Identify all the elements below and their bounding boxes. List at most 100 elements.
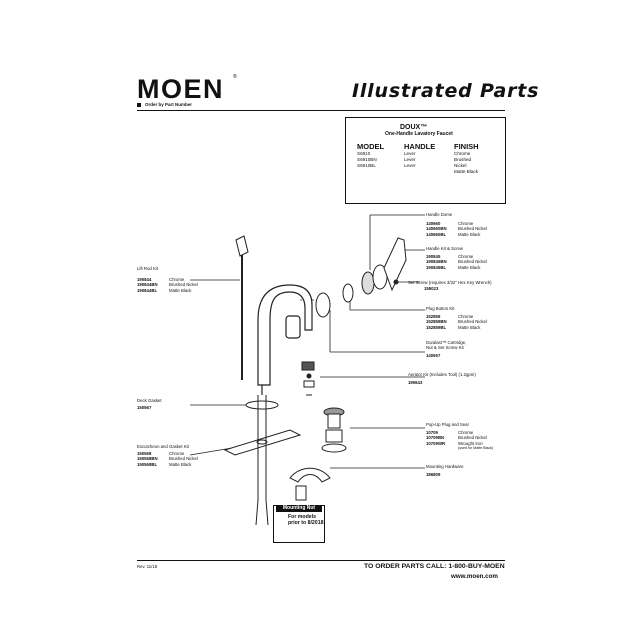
handle-cell: Lever	[404, 157, 416, 162]
part-label-mounting: Mounting Hardware 186809	[426, 464, 464, 477]
order-note: Order by Part Number	[137, 102, 192, 107]
lift-rod-drawing	[235, 235, 249, 380]
part-row: 190844BN Brushed Nickel	[137, 282, 198, 287]
part-label-handle-dome: Handle Dome 140660 Chrome 140660BN Brushed…	[426, 212, 487, 237]
part-number: 190844BL	[137, 287, 158, 293]
part-note: (used for Matte Black)	[458, 445, 494, 450]
part-number: 155023	[424, 286, 439, 292]
part-row: 190844BL Matte Black	[137, 288, 198, 293]
part-row: 10709WR Wrought Iron	[426, 441, 493, 446]
finish-cell: Brushed Nickel	[454, 157, 472, 168]
part-title: Escutcheon and Gasket Kit	[137, 444, 189, 449]
handle-cell: Lever	[404, 163, 416, 168]
part-finish: Matte Black	[169, 461, 192, 467]
square-bullet-icon	[137, 102, 141, 107]
part-label-deck-gasket: Deck Gasket 150567	[137, 398, 162, 410]
part-number: 10709BN	[426, 435, 445, 441]
part-finish: Chrome	[458, 221, 474, 227]
part-title: Pop-Up Plug and Seal	[426, 422, 469, 427]
part-number: 190845BN	[426, 259, 447, 265]
mounting-nut-note: For models prior to 8/2018	[288, 514, 324, 526]
part-finish: Brushed Nickel	[458, 435, 487, 441]
part-label-aerator: Aerator Kit (Includes Tool) (1.2gpm) 190…	[408, 372, 476, 385]
part-finish: Matte Black	[458, 231, 481, 237]
part-title: Mounting Hardware	[426, 464, 464, 469]
brand-registered-mark: ®	[233, 74, 237, 80]
part-title: Plug Button Kit	[426, 306, 455, 311]
part-number: 10709WR	[426, 440, 446, 446]
part-finish: Wrought Iron	[458, 440, 483, 446]
part-title: Duralast™ Cartridge,	[426, 340, 467, 345]
part-finish: Chrome	[458, 254, 474, 260]
part-number: 152859BN	[426, 319, 447, 325]
part-row: 140660 Chrome	[426, 221, 487, 226]
finish-header: FINISH	[454, 142, 479, 151]
part-number: 190845	[426, 254, 441, 260]
part-number: 190844	[137, 277, 152, 283]
product-name: DOUX™	[400, 124, 428, 131]
cartridge-drawing	[301, 361, 315, 396]
part-finish: Chrome	[458, 430, 474, 436]
shank-drawing	[255, 395, 269, 526]
part-finish: Matte Black	[458, 264, 481, 270]
model-column: MODEL S6910 S6910BN S6910BL	[357, 142, 384, 169]
product-info-box	[345, 117, 506, 204]
part-number: 150568BN	[137, 456, 158, 462]
part-finish: Chrome	[169, 277, 185, 283]
handle-column: HANDLE Lever Lever Lever	[404, 142, 435, 169]
product-description: One-Handle Lavatory Faucet	[385, 131, 453, 137]
model-cell: S6910BL	[357, 163, 376, 168]
part-label-cartridge: Duralast™ Cartridge, Nut & Set Screw Kit…	[426, 340, 466, 359]
handle-parts-drawing	[315, 237, 407, 318]
faucet-body-drawing	[257, 284, 313, 395]
part-row: 190845BL Matte Black	[426, 265, 487, 270]
model-cell: S6910	[357, 151, 371, 156]
part-title: Handle Dome	[426, 212, 453, 217]
part-finish: Brushed Nickel	[458, 259, 487, 265]
part-finish: Brushed Nickel	[169, 282, 198, 288]
part-number: 190845BL	[426, 264, 447, 270]
part-row: 190844 Chrome	[137, 277, 198, 282]
part-number: 150568BL	[137, 461, 158, 467]
part-row: 150568BL Matte Black	[137, 462, 198, 467]
part-finish: Matte Black	[169, 287, 192, 293]
part-number: 140660BN	[426, 226, 447, 232]
part-title: Nut & Set Screw Kit	[426, 345, 464, 351]
part-title: Deck Gasket	[137, 398, 162, 403]
part-number: 140660	[426, 221, 441, 227]
popup-drawing	[289, 407, 347, 501]
part-number: 150568	[137, 451, 152, 457]
part-row: 10709BN Brushed Nickel	[426, 435, 493, 440]
order-phone-text: TO ORDER PARTS CALL: 1-800-BUY-MOEN	[364, 563, 505, 570]
part-number: 152859BL	[426, 324, 447, 330]
handle-header: HANDLE	[404, 142, 436, 151]
bottom-divider	[137, 560, 505, 562]
part-title: Aerator Kit (Includes Tool) (1.2gpm)	[408, 372, 476, 377]
revision-text: Rev. 11/18	[137, 564, 158, 569]
part-finish: Brushed Nickel	[458, 226, 487, 232]
website-link[interactable]: www.moen.com	[451, 573, 498, 580]
part-row: 190845 Chrome	[426, 254, 487, 259]
part-label-set-screw: Set Screw (requires 3/32" Hex Key Wrench…	[408, 280, 492, 291]
part-number: 190643	[408, 380, 423, 386]
part-number: 150567	[137, 405, 152, 411]
part-number: 190844BN	[137, 282, 158, 288]
handle-cell: Lever	[404, 151, 416, 156]
part-row: 150568BN Brushed Nickel	[137, 456, 198, 461]
part-row: 140660BN Brushed Nickel	[426, 226, 487, 231]
part-finish: Brushed Nickel	[169, 456, 198, 462]
part-title: Set Screw (requires 3/32" Hex Key Wrench…	[408, 280, 492, 285]
model-cell: S6910BN	[357, 157, 377, 162]
part-number: 186809	[426, 472, 441, 478]
